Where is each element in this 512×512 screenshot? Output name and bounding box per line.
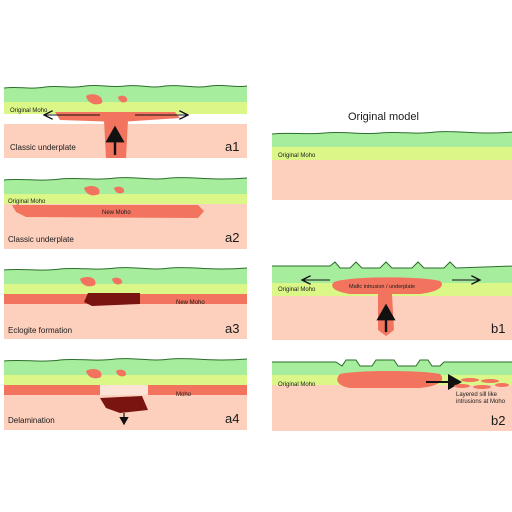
sill-lens [473, 385, 491, 389]
magma-blob [84, 186, 100, 196]
magma-blob [114, 186, 125, 194]
upper-crust-layer [4, 177, 247, 194]
sill-label-line2: intrusions at Moho [456, 399, 506, 405]
underplate-layer [12, 205, 204, 218]
panel-tag: b2 [491, 413, 505, 428]
upper-crust-layer [272, 131, 512, 147]
upper-crust-layer [272, 262, 512, 283]
magma-blob [112, 277, 123, 285]
lower-crust-layer [4, 282, 247, 294]
magma-blob [118, 95, 128, 103]
panel-caption: Classic underplate [10, 143, 76, 152]
upper-crust-layer [272, 360, 512, 375]
topography-line [272, 261, 512, 269]
upper-crust-layer [4, 267, 247, 284]
panel-original-model: Original model Original Moho [271, 111, 512, 200]
panel-caption: Classic underplate [8, 235, 74, 244]
panel-tag: a4 [225, 411, 239, 426]
moho-label: Original Moho [10, 108, 48, 114]
magma-blob [80, 277, 96, 287]
upper-crust-layer [4, 358, 247, 375]
moho-label: Moho [176, 392, 192, 398]
eclogite-body [84, 293, 140, 306]
panel-a3: New Moho Eclogite formation a3 [3, 267, 248, 339]
sill-label-line1: Layered sill like [456, 392, 498, 398]
upper-crust-layer [4, 85, 247, 102]
mantle-layer [272, 385, 512, 431]
mafic-intrusion [332, 277, 442, 294]
mantle-layer [272, 160, 512, 200]
topography-line [3, 177, 248, 181]
topography-line [3, 358, 248, 362]
panel-a4: Moho Delamination a4 [3, 358, 248, 430]
panel-caption: Eclogite formation [8, 326, 72, 335]
moho-label: Original Moho [8, 199, 46, 205]
topography-line [3, 267, 248, 271]
intrusion-label: Mafic intrusion / underplate [349, 284, 415, 290]
sill-lens [495, 383, 509, 387]
moho-label: Original Moho [278, 153, 316, 159]
lower-crust-layer [272, 145, 512, 160]
magma-blob [86, 94, 103, 105]
topography-line [272, 359, 512, 367]
delaminated-block [100, 396, 148, 413]
panel-b1: Original Moho Mafic intrusion / underpla… [272, 261, 512, 340]
sill-lens [481, 379, 499, 383]
lower-crust-layer [4, 192, 247, 204]
delamination-gap [100, 385, 148, 395]
panel-caption: Delamination [8, 416, 55, 425]
panel-tag: a1 [225, 139, 239, 154]
original-model-title: Original model [348, 111, 419, 123]
panel-tag: b1 [491, 321, 505, 336]
sill-lens [461, 378, 479, 382]
magma-blob [86, 369, 102, 379]
panel-a2: Original Moho New Moho Classic underplat… [3, 177, 248, 249]
new-moho-label: New Moho [176, 300, 205, 306]
sill-lens [454, 384, 470, 388]
lower-crust-layer [4, 373, 247, 385]
topography-line [3, 84, 248, 89]
moho-label: Original Moho [278, 382, 316, 388]
panel-tag: a3 [225, 321, 239, 336]
mafic-underplate [337, 371, 443, 388]
new-moho-label: New Moho [102, 210, 131, 216]
panel-tag: a2 [225, 230, 239, 245]
magma-blob [116, 369, 127, 377]
panel-b2: Original Moho Layered sill like intrusio… [272, 359, 512, 431]
lower-crust-layer [4, 100, 247, 114]
panel-a1: Original Moho Classic underplate a1 [3, 84, 248, 158]
moho-label: Original Moho [278, 287, 316, 293]
topography-line [271, 131, 512, 135]
